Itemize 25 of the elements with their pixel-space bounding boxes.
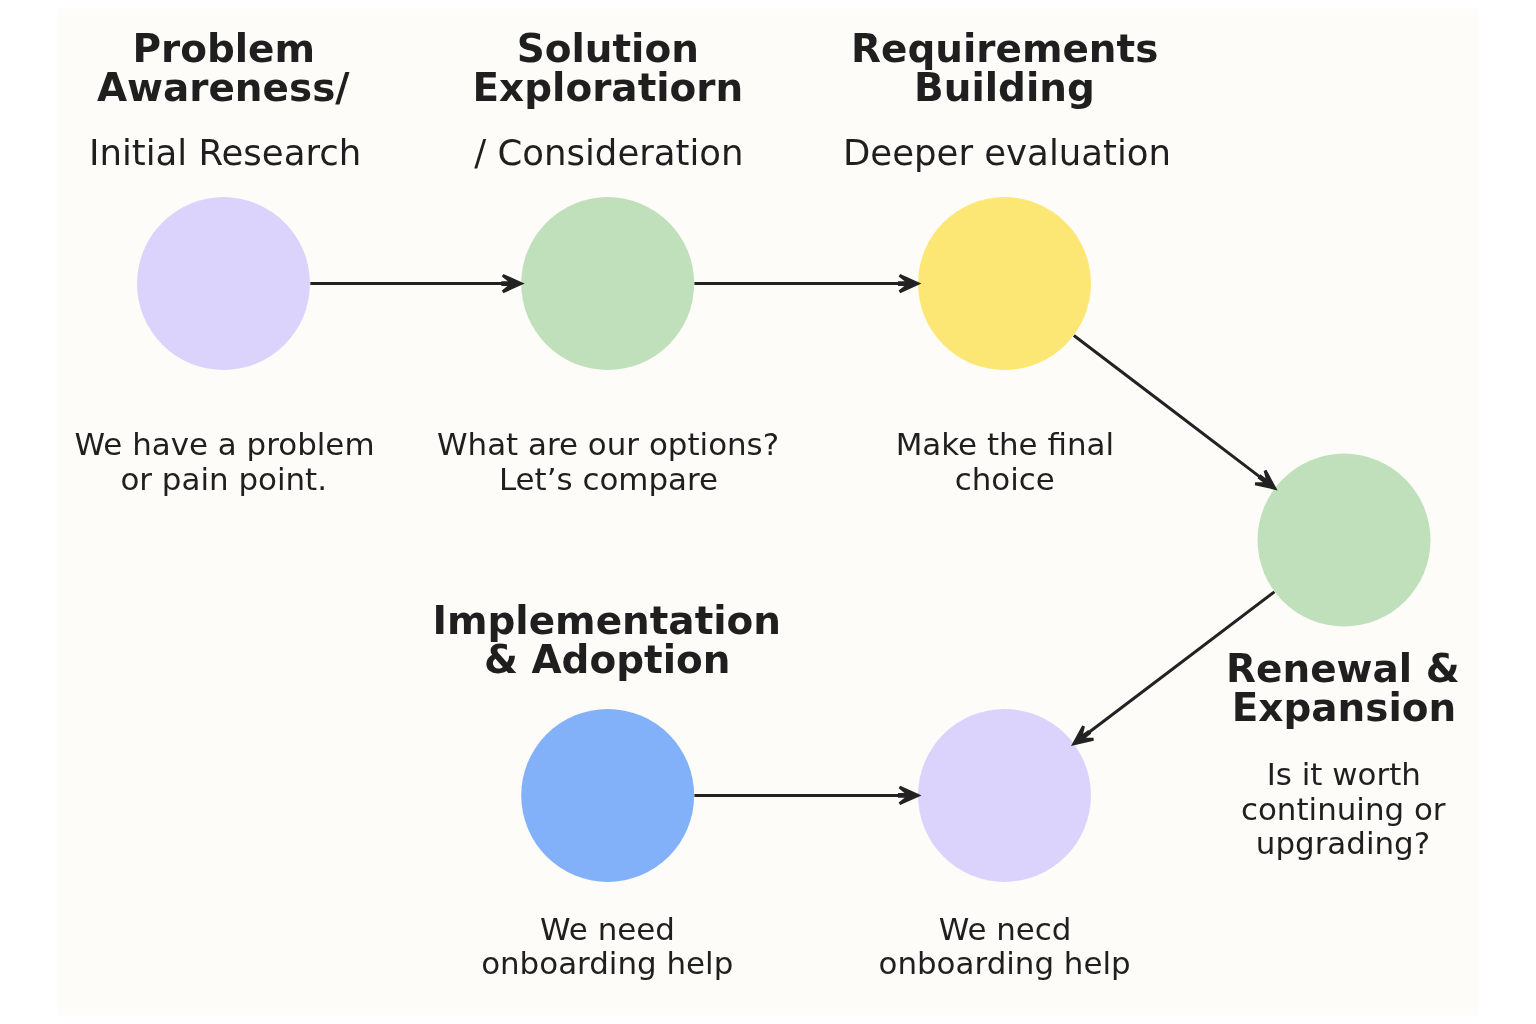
node-label: What are our options? Let’s compare [437,426,780,497]
node-label: Requirements Building [851,25,1159,110]
node-circle [918,708,1091,882]
node-circle [137,197,310,370]
node-label: Is it worth continuing or upgrading? [1240,756,1446,861]
node-label: Make the final choice [895,426,1115,497]
arrow [694,273,920,294]
node-label: Initial Research [88,131,362,173]
arrow [310,273,523,294]
node-circle [521,708,695,882]
node-circle [918,197,1091,370]
arrow [1072,590,1276,746]
arrow [694,785,920,806]
node-label: We need onboarding help [481,910,734,982]
node-circle [1257,453,1431,627]
node-label: Deeper evaluation [843,131,1172,173]
node-label: / Consideration [474,131,744,173]
arrow [1072,334,1277,490]
node-label: Renewal & Expansion [1226,645,1460,730]
node-label: Problem Awareness/ [96,25,350,110]
node-label: We necd onboarding help [878,910,1131,982]
node-label: We have a problem or pain point. [74,426,375,497]
node-label: Solution Exploratiorn [472,25,744,110]
node-circle [521,197,695,370]
node-label: Implementation & Adoption [432,597,782,682]
